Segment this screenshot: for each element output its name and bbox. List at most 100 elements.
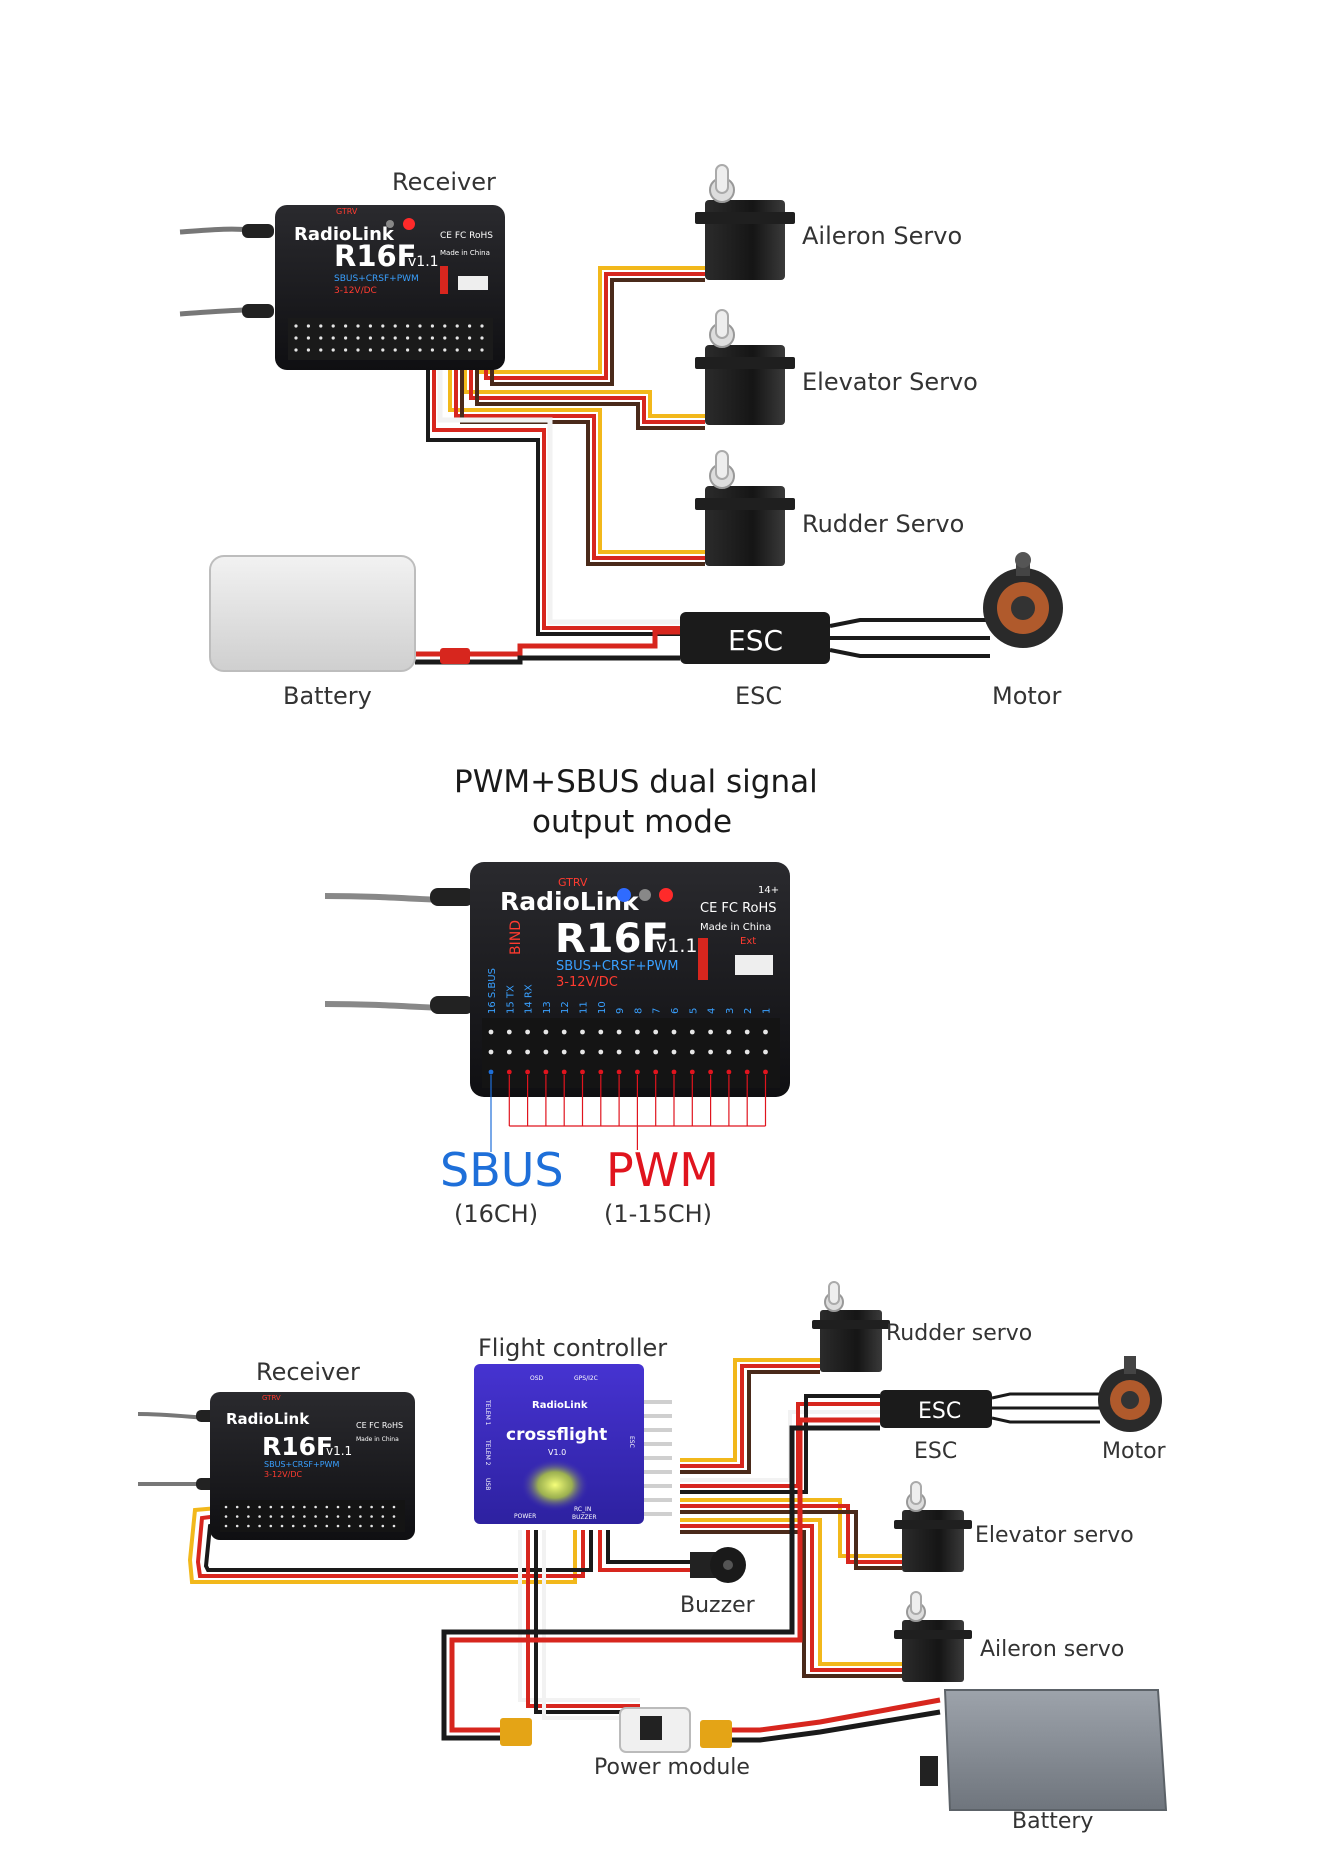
pin — [616, 1029, 622, 1035]
pin — [763, 1029, 768, 1035]
pin — [291, 1505, 295, 1509]
pin — [763, 1049, 768, 1055]
pin — [336, 1524, 340, 1528]
pin — [708, 1029, 713, 1035]
pin — [381, 336, 385, 340]
pin — [370, 1515, 373, 1518]
fc-pin — [644, 1442, 672, 1446]
pin — [392, 1505, 396, 1509]
fc-pin — [644, 1428, 672, 1432]
fc-version: V1.0 — [548, 1448, 566, 1457]
rudder-servo-label: Rudder servo — [886, 1321, 1032, 1346]
esc-body-text: ESC — [918, 1399, 961, 1424]
pin — [506, 1069, 512, 1075]
pin — [525, 1069, 530, 1075]
power-module — [500, 1707, 732, 1753]
pin — [393, 324, 397, 328]
pin — [580, 1069, 585, 1075]
pin — [689, 1029, 695, 1035]
pin — [280, 1505, 284, 1509]
receiver-bind: BIND — [508, 920, 524, 955]
elevator-servo-label: Elevator Servo — [802, 368, 978, 396]
pin — [561, 1069, 567, 1075]
fc-pin — [644, 1400, 672, 1404]
pin — [653, 1069, 659, 1075]
receiver-brand: RadioLink — [294, 224, 395, 245]
pin — [763, 1069, 768, 1075]
pin — [331, 324, 335, 328]
pin — [359, 1505, 362, 1509]
fc-telem2: TELEM 2 — [484, 1439, 491, 1466]
receiver-version: v1.1 — [656, 935, 697, 957]
pwm-label: PWM — [606, 1143, 719, 1197]
pin — [303, 1505, 306, 1509]
receiver-certs: CE FC RoHS — [356, 1421, 403, 1430]
antenna-sleeve — [242, 304, 274, 318]
pin — [671, 1069, 677, 1075]
pin — [381, 1505, 385, 1509]
receiver-made-in: Made in China — [356, 1436, 399, 1443]
esc-label: ESC — [914, 1439, 957, 1464]
pin — [347, 1515, 351, 1518]
fc-telem1: TELEM 1 — [484, 1399, 491, 1426]
pin — [294, 348, 298, 352]
receiver-label: Receiver — [256, 1358, 360, 1386]
receiver-protocols: SBUS+CRSF+PWM — [334, 274, 419, 284]
fc-pin — [644, 1456, 672, 1460]
pin — [370, 1524, 373, 1528]
pin — [406, 336, 410, 340]
dual-mode-title-line1: PWM+SBUS dual signal — [454, 764, 818, 800]
rudder-servo — [812, 1281, 890, 1372]
pin — [653, 1029, 659, 1035]
motor-label: Motor — [992, 682, 1061, 710]
pin — [468, 336, 472, 340]
pin — [381, 324, 385, 328]
pin — [269, 1505, 273, 1509]
pin — [616, 1049, 622, 1055]
receiver-label: Receiver — [392, 168, 496, 196]
pin — [598, 1069, 604, 1075]
receiver-ext: Ext — [740, 936, 756, 947]
pin — [356, 348, 360, 352]
pin — [543, 1069, 549, 1075]
pin — [280, 1515, 284, 1518]
fc-name: crossflight — [506, 1425, 607, 1445]
channel-label: 9 — [615, 1008, 626, 1014]
pin — [653, 1049, 659, 1055]
fc-esc-pins — [644, 1400, 672, 1516]
pin — [561, 1029, 567, 1035]
channel-label: 5 — [688, 1008, 699, 1014]
buzzer — [690, 1547, 746, 1583]
pin — [336, 1505, 340, 1509]
pin — [744, 1029, 750, 1035]
motor-label: Motor — [1102, 1439, 1167, 1464]
pin — [744, 1049, 750, 1055]
pin — [418, 348, 422, 352]
channel-label: 16 S.BUS — [487, 968, 498, 1014]
pin — [480, 324, 484, 328]
pin — [314, 1515, 317, 1518]
channel-label: 10 — [597, 1001, 608, 1014]
pin — [443, 324, 447, 328]
pin — [344, 324, 348, 328]
flight-controller: OSD GPS/I2C TELEM 1 TELEM 2 USB ESC Radi… — [474, 1364, 672, 1524]
battery-label: Battery — [283, 682, 372, 710]
pin — [331, 336, 335, 340]
pin — [392, 1515, 396, 1518]
signal-leader-lines — [490, 1075, 767, 1152]
pin — [336, 1515, 340, 1518]
pin — [671, 1029, 677, 1035]
pin — [235, 1515, 239, 1518]
channel-label: 1 — [762, 1008, 773, 1014]
elevator-servo — [894, 1481, 972, 1572]
elevator-servo — [695, 309, 795, 425]
pin — [543, 1029, 549, 1035]
pin — [561, 1049, 567, 1055]
fc-buzzer: BUZZER — [572, 1514, 597, 1521]
pin — [258, 1505, 261, 1509]
pin — [356, 324, 360, 328]
receiver-model: R16F — [334, 239, 417, 273]
pin — [443, 348, 447, 352]
receiver-model: R16F — [555, 916, 669, 962]
